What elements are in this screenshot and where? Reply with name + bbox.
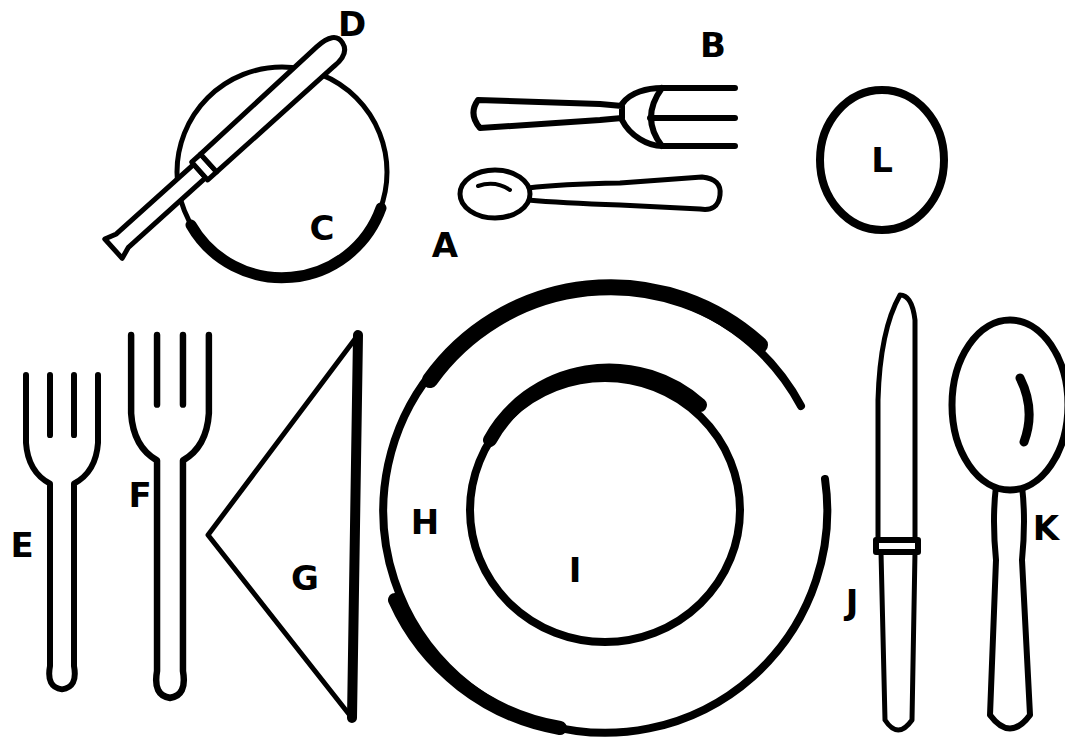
dessert-fork bbox=[473, 88, 735, 146]
water-glass bbox=[820, 90, 944, 230]
plate-well-shadow bbox=[490, 370, 700, 440]
callout-letter: D bbox=[338, 7, 366, 41]
bread-plate-shadow bbox=[191, 208, 381, 278]
callout-letter: L bbox=[871, 143, 893, 177]
soup-spoon bbox=[952, 320, 1065, 729]
napkin-edge bbox=[352, 335, 358, 718]
callout-letter: B bbox=[700, 28, 726, 62]
napkin bbox=[208, 335, 358, 718]
callout-letter: F bbox=[128, 478, 151, 512]
dessert-spoon bbox=[460, 170, 720, 218]
callout-letter: C bbox=[310, 211, 335, 245]
callout-letter: E bbox=[10, 528, 33, 562]
callout-letter: H bbox=[411, 505, 439, 539]
callout-letter: A bbox=[432, 228, 458, 262]
dinner-fork bbox=[131, 335, 209, 698]
callout-letter: G bbox=[291, 561, 319, 595]
callout-letter: I bbox=[569, 553, 582, 587]
salad-fork bbox=[26, 375, 98, 689]
butter-knife bbox=[104, 32, 351, 258]
callout-letter: K bbox=[1033, 511, 1059, 545]
callout-letter: J bbox=[846, 585, 859, 619]
dinner-knife bbox=[876, 295, 918, 730]
